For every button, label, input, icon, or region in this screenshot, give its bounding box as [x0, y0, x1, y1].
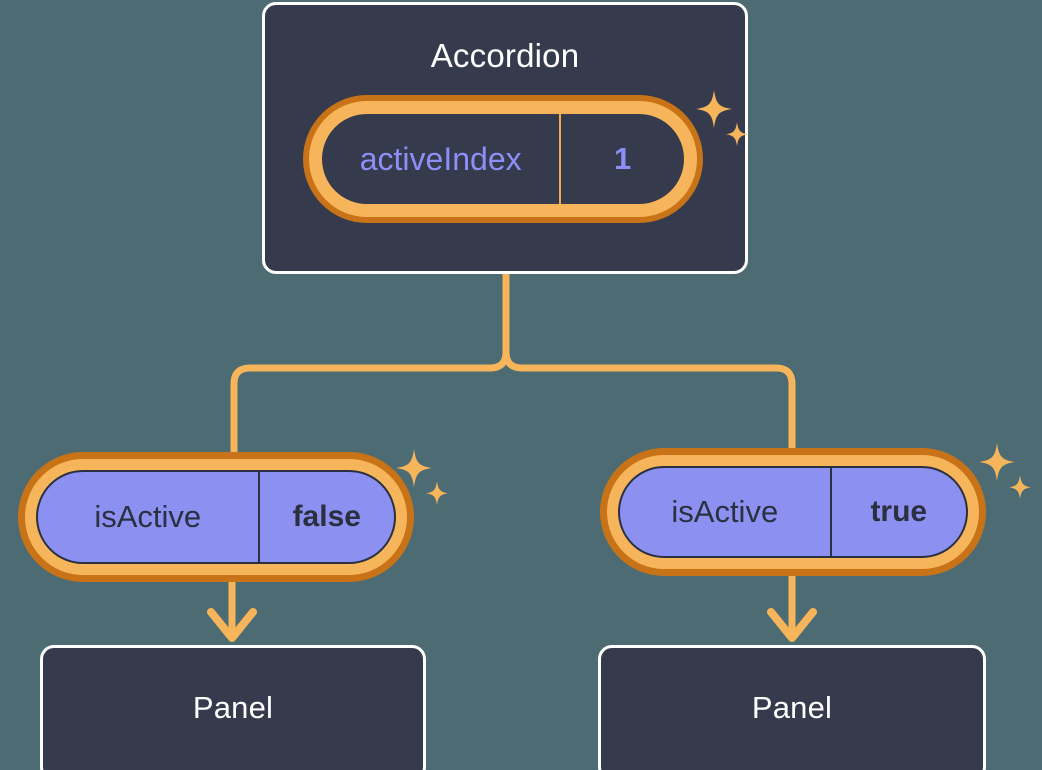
component-node-panel-left[interactable]: Panel — [40, 645, 426, 770]
state-value-label: true — [829, 468, 966, 556]
state-value-label: false — [257, 472, 394, 562]
component-label-panel-right: Panel — [751, 690, 833, 725]
component-label-panel-left: Panel — [192, 690, 274, 725]
pill-body: activeIndex 1 — [320, 112, 686, 206]
pill-body: isActive false — [36, 470, 396, 564]
sparkle-small — [1009, 475, 1031, 499]
pill-body: isActive true — [618, 466, 968, 558]
state-pill-isactive-true[interactable]: isActive true — [600, 448, 986, 576]
sparkle-small — [426, 481, 448, 505]
component-label-accordion: Accordion — [430, 37, 580, 74]
state-key-label: activeIndex — [359, 140, 522, 177]
state-pill-activeindex[interactable]: activeIndex 1 — [303, 95, 703, 223]
state-value-label: 1 — [559, 114, 684, 204]
state-key-label: isActive — [94, 499, 202, 534]
state-pill-isactive-false[interactable]: isActive false — [18, 452, 414, 582]
connector-root-to-left — [230, 270, 510, 456]
component-node-panel-right[interactable]: Panel — [598, 645, 986, 770]
state-key-label: isActive — [671, 494, 779, 529]
connector-root-to-right — [502, 270, 796, 456]
arrow-head-right — [767, 608, 817, 642]
arrow-head-left — [207, 608, 257, 642]
